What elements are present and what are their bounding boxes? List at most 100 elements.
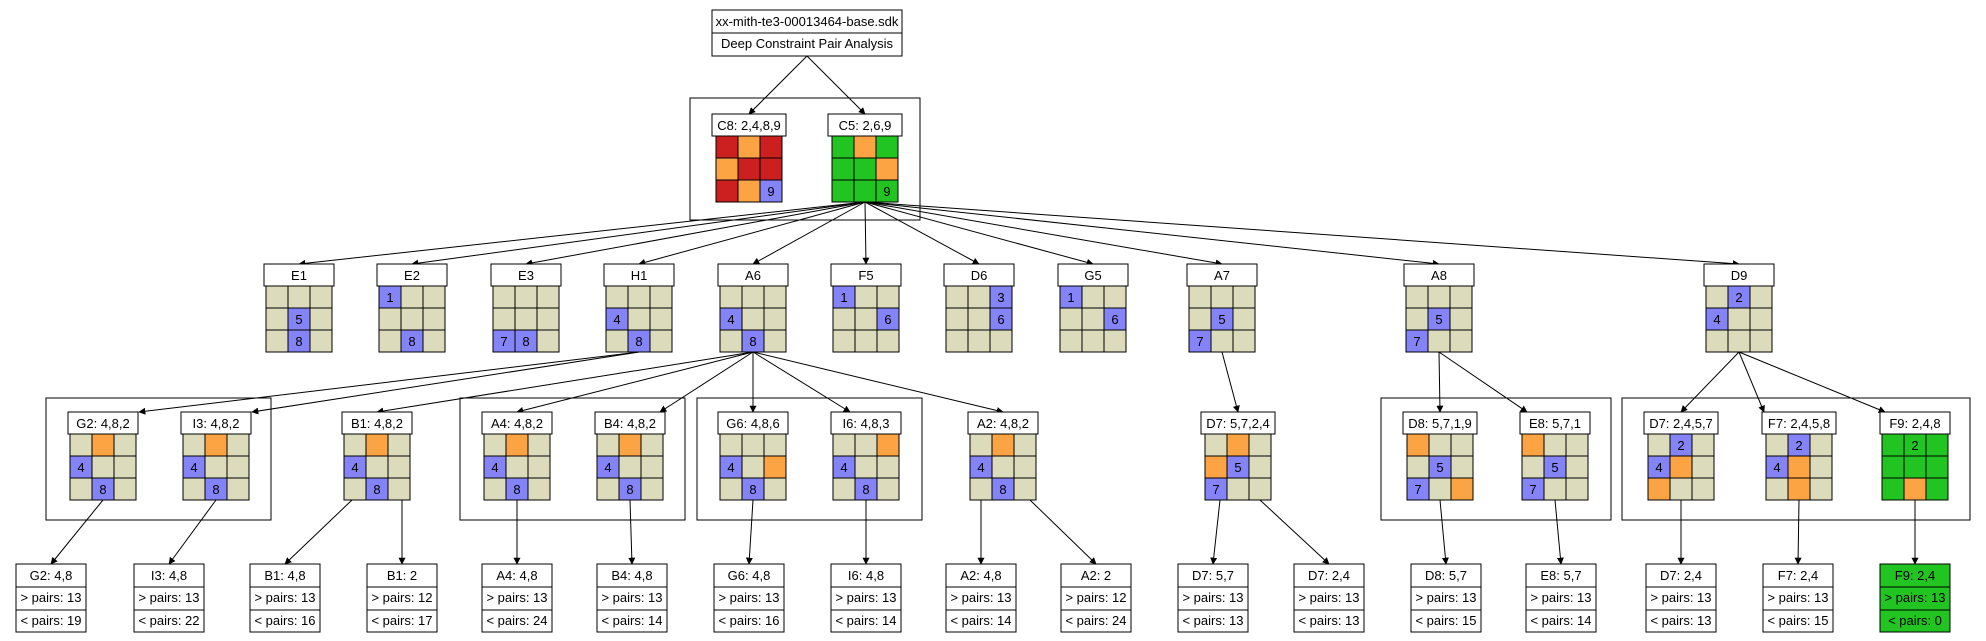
cell-node-f5-cell: [876, 285, 900, 309]
group-node-a2-cell: [969, 477, 993, 501]
pair-node-c8-cell: [737, 179, 761, 203]
group-node-f7-cell: [1765, 433, 1789, 457]
result-node-d7-a-title: D7: 5,7: [1192, 568, 1234, 583]
result-node-a2-b-gt: > pairs: 12: [1065, 590, 1126, 605]
group-node-d7-b-cell: [1669, 455, 1693, 479]
group-node-b4-cell: [618, 433, 642, 457]
group-node-d7-b-cell: [1669, 477, 1693, 501]
cell-node-d6-cell: [945, 285, 969, 309]
group-node-i6-cell: [832, 477, 856, 501]
cell-node-f5-cell: [832, 307, 856, 331]
result-node-g2-gt: > pairs: 13: [20, 590, 81, 605]
cell-node-a8-cell: [1405, 307, 1429, 331]
result-node-b1-b: B1: 2 > pairs: 12 < pairs: 17: [366, 563, 438, 633]
group-node-row: G2: 4,8,248 I3: 4,8,248 B1: 4,8,248 A4: …: [67, 411, 1951, 501]
group-node-f9-cell: [1881, 455, 1905, 479]
group-node-a4-cell: [505, 455, 529, 479]
result-node-d7-c-title: D7: 2,4: [1660, 568, 1702, 583]
cell-node-a7-cell-digit: 7: [1196, 334, 1203, 349]
pair-node-c5-cell: [853, 179, 877, 203]
edge-arrow: [752, 201, 866, 265]
group-node-f9-label: F9: 2,4,8: [1889, 416, 1940, 431]
edge-arrow: [1210, 499, 1221, 565]
result-node-i3-gt: > pairs: 13: [138, 590, 199, 605]
cell-node-a6-cell: [719, 285, 743, 309]
cell-node-d6-cell: [967, 285, 991, 309]
edge-arrow: [1436, 351, 1444, 413]
pair-node-c8-cell: [759, 157, 783, 181]
group-node-g6-cell-digit: 4: [727, 460, 734, 475]
edge-arrow: [638, 201, 866, 266]
group-node-b1-cell: [387, 477, 411, 501]
group-node-b1: B1: 4,8,248: [341, 411, 413, 501]
cell-node-e3-cell: [514, 307, 538, 331]
group-node-i3-cell-digit: 8: [212, 482, 219, 497]
cell-node-e3-label: E3: [518, 268, 534, 283]
result-node-f9-gt: > pairs: 13: [1884, 590, 1945, 605]
result-node-d7-a-lt: < pairs: 13: [1182, 613, 1243, 628]
cell-node-g5: G5 16: [1057, 263, 1129, 353]
result-node-d7-a-gt: > pairs: 13: [1182, 590, 1243, 605]
group-node-d7-b-cell: [1691, 455, 1715, 479]
result-node-d7-b: D7: 2,4 > pairs: 13 < pairs: 13: [1293, 563, 1365, 633]
edge-arrow: [864, 201, 1094, 266]
cell-node-a8-cell: [1449, 307, 1473, 331]
pair-node-c5-cell: [831, 135, 855, 159]
result-node-b1-b-title: B1: 2: [387, 568, 417, 583]
group-node-a4-cell: [527, 455, 551, 479]
result-node-d8-title: D8: 5,7: [1425, 568, 1467, 583]
group-node-d7-a-cell: [1248, 433, 1272, 457]
edge-arrow: [376, 351, 754, 415]
cell-node-f5-label: F5: [858, 268, 873, 283]
cell-node-a7-cell: [1188, 285, 1212, 309]
result-node-e8-title: E8: 5,7: [1540, 568, 1581, 583]
group-node-g6: G6: 4,8,648: [717, 411, 789, 501]
group-node-a4-cell: [527, 433, 551, 457]
cell-node-a6-cell-digit: 8: [749, 334, 756, 349]
pair-node-c8-cell: [737, 157, 761, 181]
result-node-b4: B4: 4,8 > pairs: 13 < pairs: 14: [596, 563, 668, 633]
result-node-b1-a-title: B1: 4,8: [264, 568, 305, 583]
edge-arrow: [1029, 499, 1097, 565]
result-node-a4-gt: > pairs: 13: [486, 590, 547, 605]
cell-node-f5: F5 16: [830, 263, 902, 353]
pair-node-c5-cell: [853, 135, 877, 159]
group-node-f7-label: F7: 2,4,5,8: [1768, 416, 1830, 431]
cell-node-h1-cell-digit: 8: [635, 334, 642, 349]
cell-node-e1-cell: [309, 329, 333, 353]
cell-node-e1-cell: [309, 285, 333, 309]
edge-arrow: [1221, 351, 1240, 413]
group-node-f7-cell: [1765, 477, 1789, 501]
root-subtitle: Deep Constraint Pair Analysis: [721, 36, 893, 51]
edge-arrow: [752, 351, 851, 413]
group-node-i6-label: I6: 4,8,3: [843, 416, 890, 431]
result-node-b4-gt: > pairs: 13: [601, 590, 662, 605]
result-node-d8-gt: > pairs: 13: [1415, 590, 1476, 605]
group-node-b1-cell: [387, 433, 411, 457]
group-node-f9-cell-digit: 2: [1911, 438, 1918, 453]
result-node-a2-b: A2: 2 > pairs: 12 < pairs: 24: [1060, 563, 1132, 633]
group-node-d8-cell-digit: 7: [1414, 482, 1421, 497]
cell-node-e1-cell-digit: 8: [295, 334, 302, 349]
edge-arrow: [1438, 351, 1528, 413]
cell-node-d9: D9 24: [1703, 263, 1775, 353]
cell-node-e3-cell: [514, 285, 538, 309]
group-node-i6-cell: [854, 455, 878, 479]
cell-node-d6-cell-digit: 6: [997, 312, 1004, 327]
pair-node-c8-cell: [715, 179, 739, 203]
cell-node-e1-cell: [265, 329, 289, 353]
result-node-g6-lt: < pairs: 16: [718, 613, 779, 628]
cell-node-g5-cell: [1081, 285, 1105, 309]
group-node-f9-cell: [1925, 455, 1949, 479]
group-node-a4: A4: 4,8,248: [481, 411, 553, 501]
group-node-e8-cell: [1521, 433, 1545, 457]
group-node-a4-cell: [483, 433, 507, 457]
group-node-d7-a-cell: [1226, 433, 1250, 457]
cell-node-e2: E2 18: [376, 263, 448, 353]
result-node-f9-title: F9: 2,4: [1895, 568, 1935, 583]
group-node-a2-cell: [969, 433, 993, 457]
cell-node-e1-cell: [265, 307, 289, 331]
edge-arrow: [525, 201, 866, 267]
result-node-i6: I6: 4,8 > pairs: 13 < pairs: 14: [830, 563, 902, 633]
edge-arrow: [862, 201, 870, 265]
